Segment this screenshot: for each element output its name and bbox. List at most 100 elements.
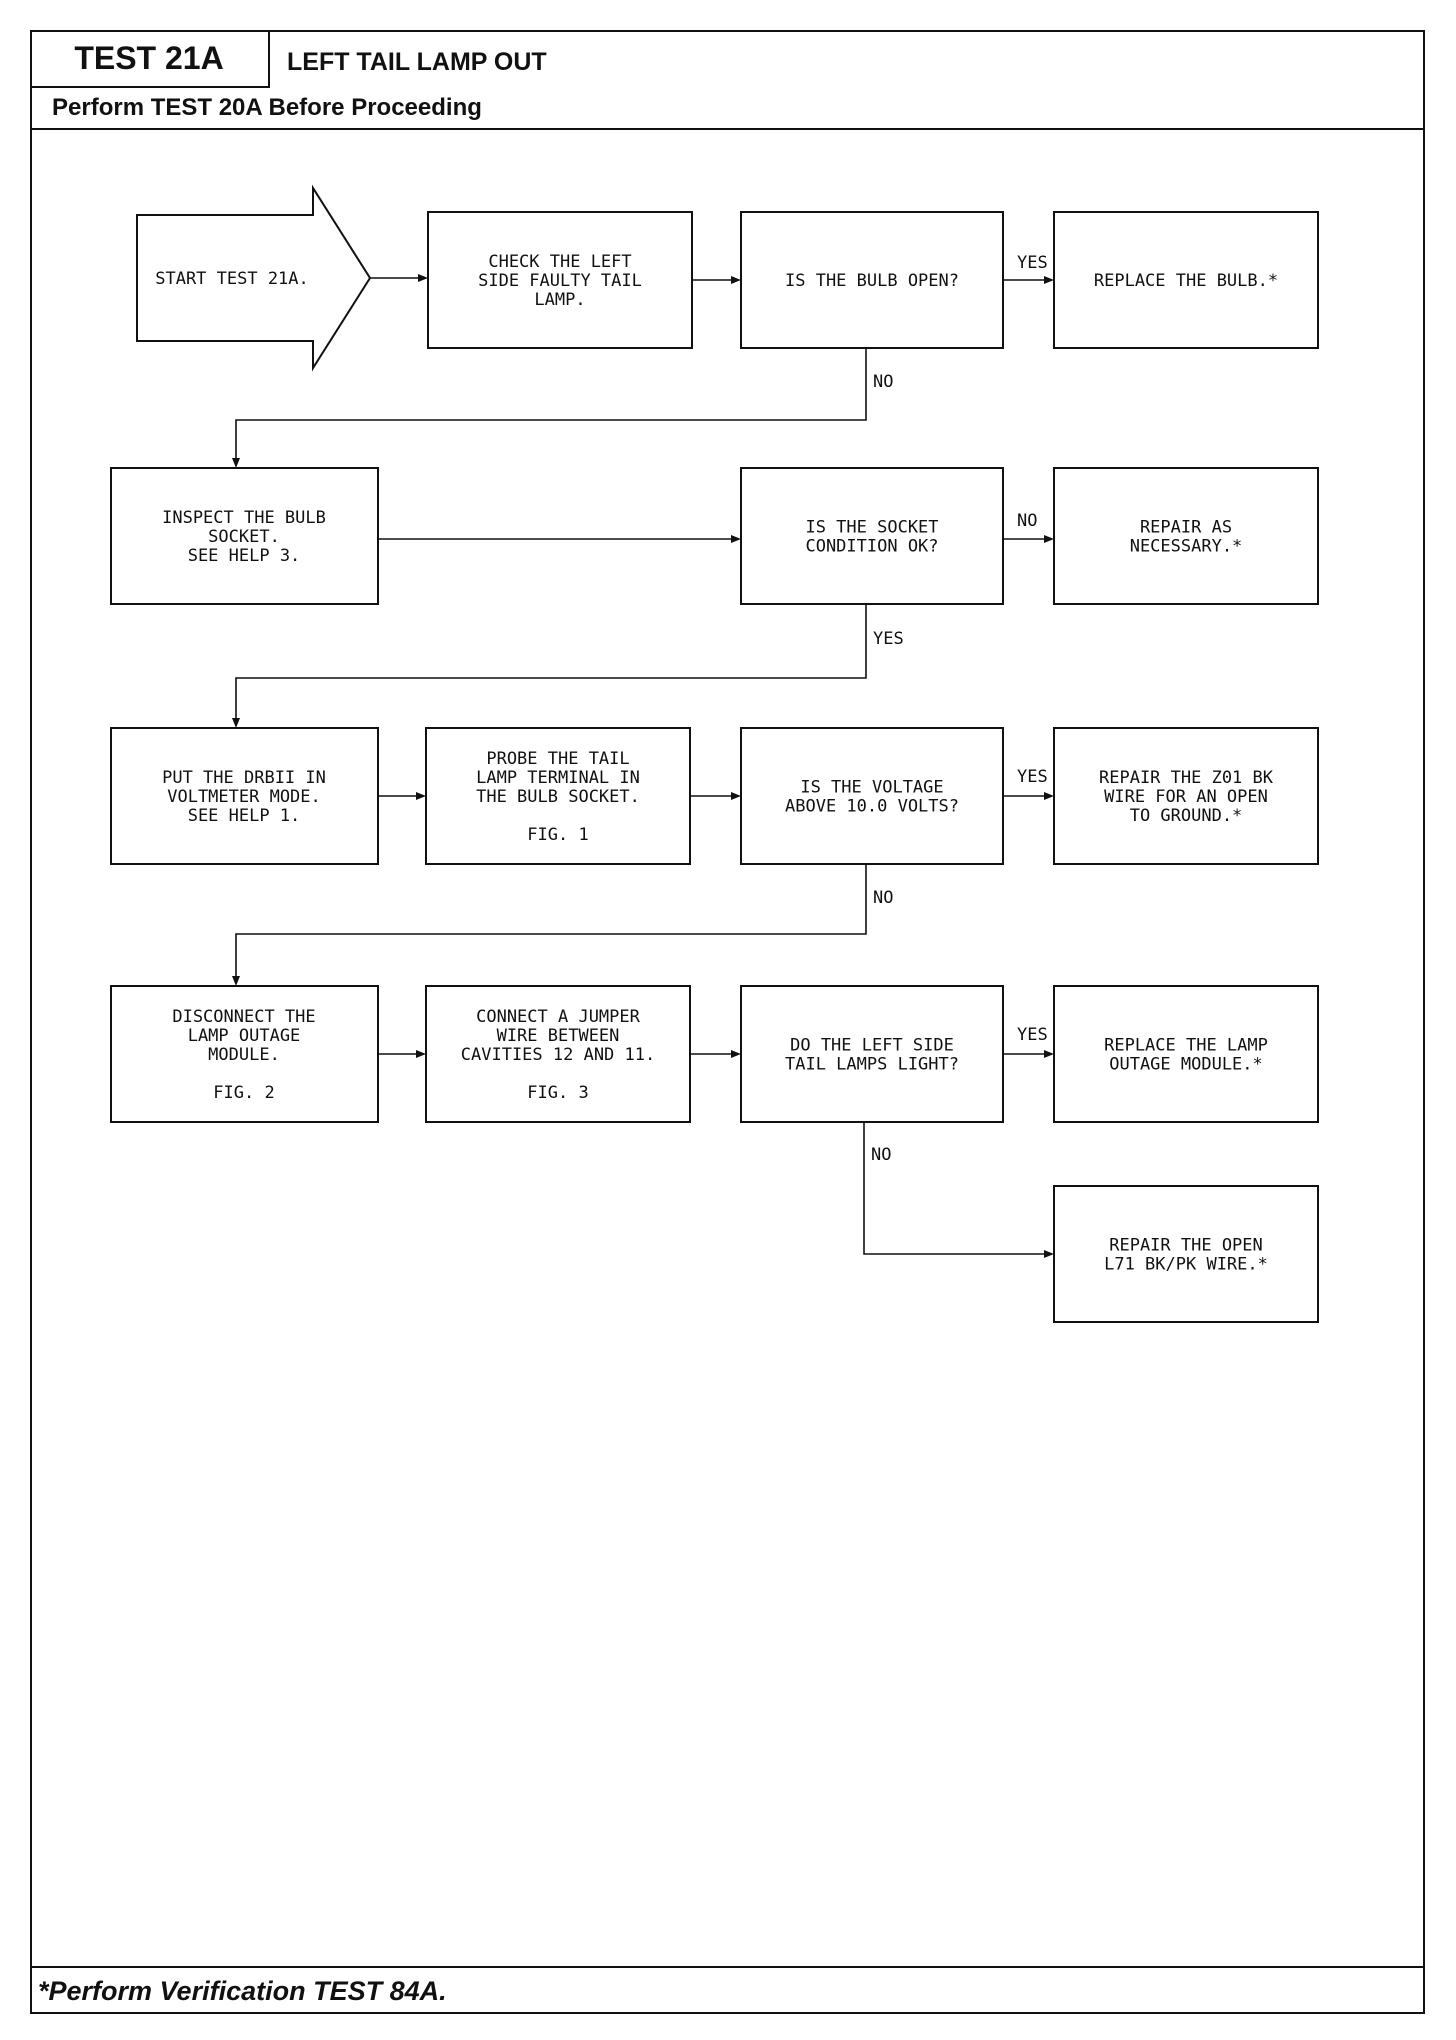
box-text-line: REPLACE THE LAMP (1104, 1036, 1268, 1056)
box-text-line: SIDE FAULTY TAIL (478, 271, 642, 291)
connector-voltage-disconnect (235, 864, 867, 978)
arrowhead (232, 458, 240, 468)
voltage-decision-box (740, 727, 1004, 865)
socket-ok-decision-box (740, 467, 1004, 605)
repair-necessary-box (1053, 467, 1319, 605)
replace-bulb-text: REPLACE THE BULB.* (1094, 271, 1278, 291)
replace-module-box (1053, 985, 1319, 1123)
yes-label: YES (1017, 1025, 1048, 1045)
connect-jumper-box (425, 985, 691, 1123)
box-text-line: FIG. 1 (527, 825, 588, 845)
start-label: START TEST 21A. (155, 269, 309, 289)
box-text-line: REPLACE THE BULB.* (1094, 271, 1278, 291)
box-text-line: LAMP OUTAGE (188, 1026, 301, 1046)
connector-bulb-inspect (235, 348, 867, 460)
test-id: TEST 21A (30, 30, 270, 88)
arrowhead (416, 1050, 426, 1058)
repair-l71-box (1053, 1185, 1319, 1323)
box-text-line: CONDITION OK? (805, 537, 938, 557)
bulb-open-decision-box (740, 211, 1004, 349)
box-text-line: REPAIR THE Z01 BK (1099, 768, 1274, 788)
box-text-line: DO THE LEFT SIDE (790, 1036, 954, 1056)
box-text-line: CONNECT A JUMPER (476, 1007, 641, 1027)
box-text-line: NECESSARY.* (1130, 537, 1243, 557)
bulb-open-text: IS THE BULB OPEN? (785, 271, 959, 291)
connector-socket-voltmeter (235, 604, 867, 720)
arrowhead (232, 718, 240, 728)
arrowhead (1044, 792, 1054, 800)
arrowhead (232, 976, 240, 986)
box-text-line: REPAIR AS (1140, 518, 1232, 538)
box-text-line: IS THE SOCKET (805, 518, 938, 538)
box-text-line: INSPECT THE BULB (162, 508, 326, 528)
box-text-line: REPAIR THE OPEN (1109, 1236, 1263, 1256)
arrowhead (1044, 1050, 1054, 1058)
svg-text:REPLACE THE BULB.*: REPLACE THE BULB.* (1094, 271, 1278, 291)
arrowhead (1044, 1250, 1054, 1258)
arrowhead (731, 276, 741, 284)
box-text-line: THE BULB SOCKET. (476, 787, 640, 807)
box-text-line: START TEST 21A. (155, 269, 309, 289)
box-text-line: LAMP. (534, 290, 585, 310)
yes-label: YES (873, 629, 904, 649)
svg-text:IS THE BULB OPEN?: IS THE BULB OPEN? (785, 271, 959, 291)
inspect-socket-box (110, 467, 379, 605)
box-text-line: VOLTMETER MODE. (167, 787, 321, 807)
arrowhead (731, 1050, 741, 1058)
box-text-line: L71 BK/PK WIRE.* (1104, 1255, 1268, 1275)
box-text-line: PROBE THE TAIL (486, 749, 629, 769)
box-text-line: ABOVE 10.0 VOLTS? (785, 797, 959, 817)
replace-bulb-box (1053, 211, 1319, 349)
yes-label: YES (1017, 253, 1048, 273)
prerequisite-note: Perform TEST 20A Before Proceeding (30, 88, 1425, 130)
voltmeter-mode-box (110, 727, 379, 865)
arrowhead (416, 792, 426, 800)
page-frame (30, 30, 1425, 2014)
start-arrow-shape (136, 184, 372, 372)
test-title: LEFT TAIL LAMP OUT (287, 47, 547, 76)
box-text-line: SEE HELP 1. (188, 806, 301, 826)
arrowhead (418, 274, 428, 282)
box-text-line: WIRE BETWEEN (497, 1026, 620, 1046)
box-text-line: FIG. 2 (213, 1083, 274, 1103)
box-text-line: TAIL LAMPS LIGHT? (785, 1055, 959, 1075)
arrowhead (731, 792, 741, 800)
arrowhead (731, 535, 741, 543)
box-text-line: TO GROUND.* (1130, 806, 1243, 826)
box-text-line: SOCKET. (208, 527, 280, 547)
box-text-line: IS THE BULB OPEN? (785, 271, 959, 291)
verification-note: *Perform Verification TEST 84A. (30, 1966, 1425, 2014)
box-text-line: DISCONNECT THE (172, 1007, 315, 1027)
box-text-line: CHECK THE LEFT (488, 252, 631, 272)
box-text-line: SEE HELP 3. (188, 546, 301, 566)
probe-terminal-box (425, 727, 691, 865)
no-label: NO (873, 888, 893, 908)
box-text-line: FIG. 3 (527, 1083, 588, 1103)
no-label: NO (871, 1145, 891, 1165)
no-label: NO (1017, 511, 1037, 531)
